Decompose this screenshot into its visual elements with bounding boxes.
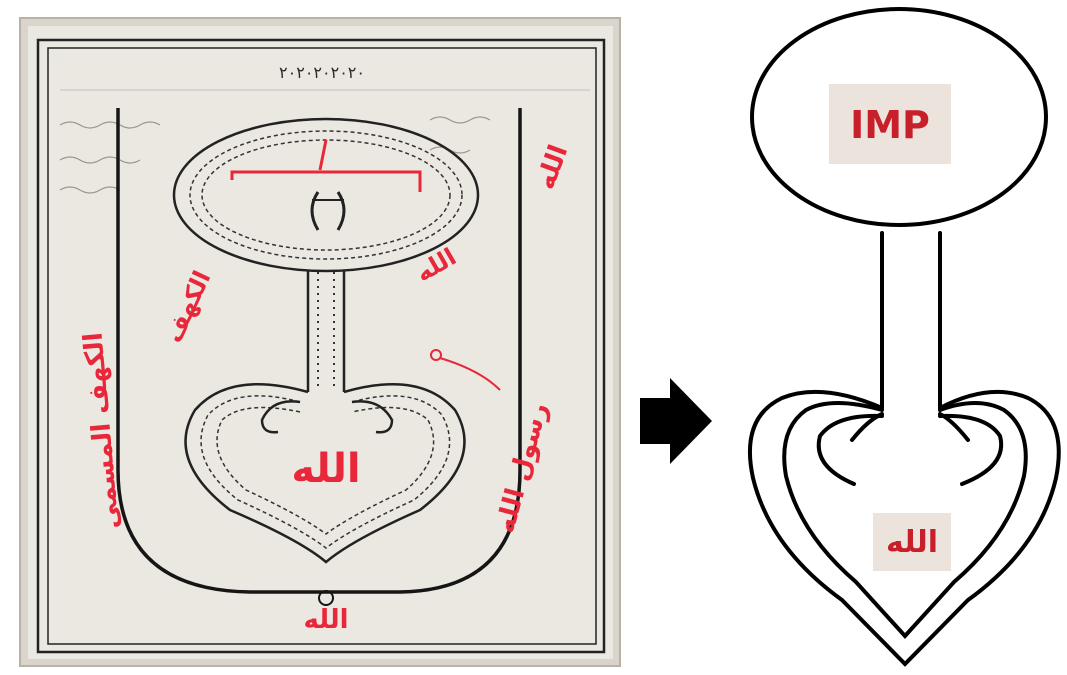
bottom-seal-text: الله — [886, 525, 938, 560]
top-script-line: ٢٠٢٠٢٠٢٠٢٠ — [279, 63, 365, 82]
right-arrow-icon — [640, 378, 712, 464]
top-seal-text: IMP — [850, 103, 930, 147]
bottom-seal-label: الله — [873, 513, 951, 571]
manuscript-panel: ٢٠٢٠٢٠٢٠٢٠ — [20, 18, 620, 666]
heart-calligraphy: الله — [291, 446, 360, 492]
schematic-right-curl — [940, 416, 1001, 484]
top-seal-label: IMP — [829, 84, 951, 164]
bottom-calligraphy: الله — [303, 605, 348, 635]
schematic-left-curl — [819, 416, 882, 484]
